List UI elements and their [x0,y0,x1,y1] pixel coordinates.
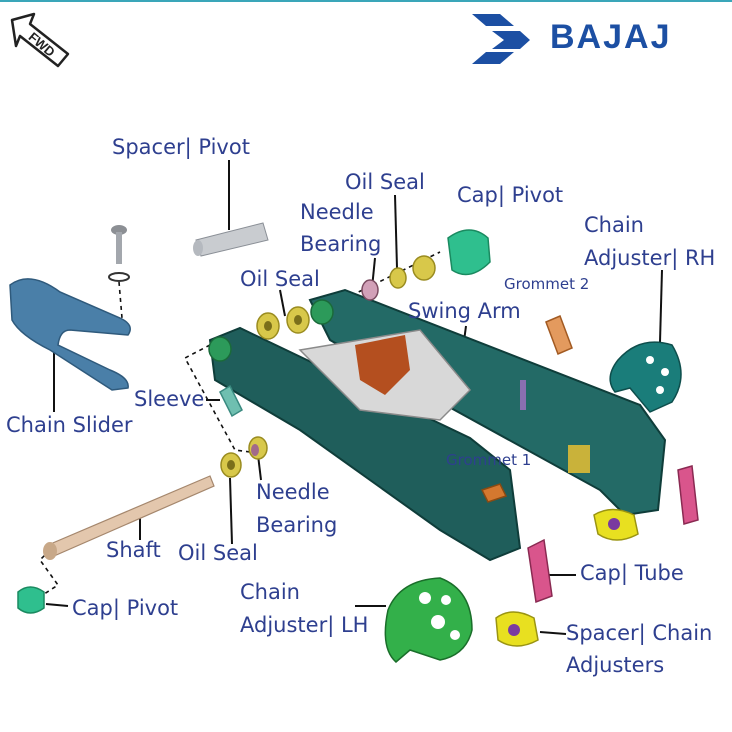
label-cap-tube: Cap| Tube [580,561,684,585]
oil-seal-low-part [220,452,242,478]
bajaj-logo-icon [472,14,530,64]
spacer-chain-adjusters-part [495,508,639,647]
spacer-pivot-part [193,222,269,257]
top-rule [0,0,732,2]
label-sleeve: Sleeve [134,387,205,411]
bolt-part [108,225,130,282]
label-oil-seal-top: Oil Seal [345,170,425,194]
fwd-arrow-icon: FWD [8,10,74,70]
label-chain-adjuster-lh-2: Adjuster| LH [240,613,369,637]
grommet-2-part [545,315,573,355]
grommet-1-part [480,483,508,503]
leader-oil-seal-mid [279,289,286,317]
label-needle-bearing-low-2: Bearing [256,513,338,537]
label-oil-seal-low: Oil Seal [178,541,258,565]
label-cap-pivot-top: Cap| Pivot [457,183,564,207]
chain-slider-part [9,278,131,391]
swing-arm-part [208,288,667,562]
leader-spacer-chain [539,631,567,635]
leader-oil-seal-top [394,194,398,269]
sleeve-part [219,384,243,418]
label-swing-arm: Swing Arm [408,299,521,323]
leader-cap-pivot-low [45,603,69,607]
assembly-line-cap-low [37,549,60,599]
label-shaft: Shaft [106,538,161,562]
label-chain-slider: Chain Slider [6,413,133,437]
cap-pivot-top-part [447,229,491,276]
assembly-line-sleeve [183,344,251,453]
brand-name: BAJAJ [550,18,672,56]
label-spacer-pivot: Spacer| Pivot [112,135,250,159]
label-spacer-chain-adjusters-2: Adjusters [566,653,665,677]
oil-seal-mid-part [208,299,334,362]
chain-adjuster-rh-part [609,341,682,413]
chain-adjuster-lh-part [384,577,473,663]
leader-adjuster-rh [659,269,663,343]
label-spacer-chain-adjusters-1: Spacer| Chain [566,621,713,645]
label-needle-bearing-top-1: Needle [300,200,374,224]
shaft-part [43,475,215,560]
label-chain-adjuster-lh-1: Chain [240,580,300,604]
label-chain-adjuster-rh-2: Adjuster| RH [584,246,716,270]
label-grommet-1: Grommet 1 [446,451,532,469]
label-cap-pivot-low: Cap| Pivot [72,596,179,620]
label-oil-seal-mid: Oil Seal [240,267,320,291]
needle-bearing-low-part [248,436,268,460]
label-grommet-2: Grommet 2 [504,275,590,293]
cap-tube-part [527,465,699,604]
fwd-arrow-shape [10,12,70,68]
cap-pivot-low-part [17,586,45,614]
label-needle-bearing-top-2: Bearing [300,232,382,256]
label-needle-bearing-low-1: Needle [256,480,330,504]
label-chain-adjuster-rh-1: Chain [584,213,644,237]
leader-oil-seal-low [229,477,233,545]
needle-bearing-top-part [361,255,436,301]
